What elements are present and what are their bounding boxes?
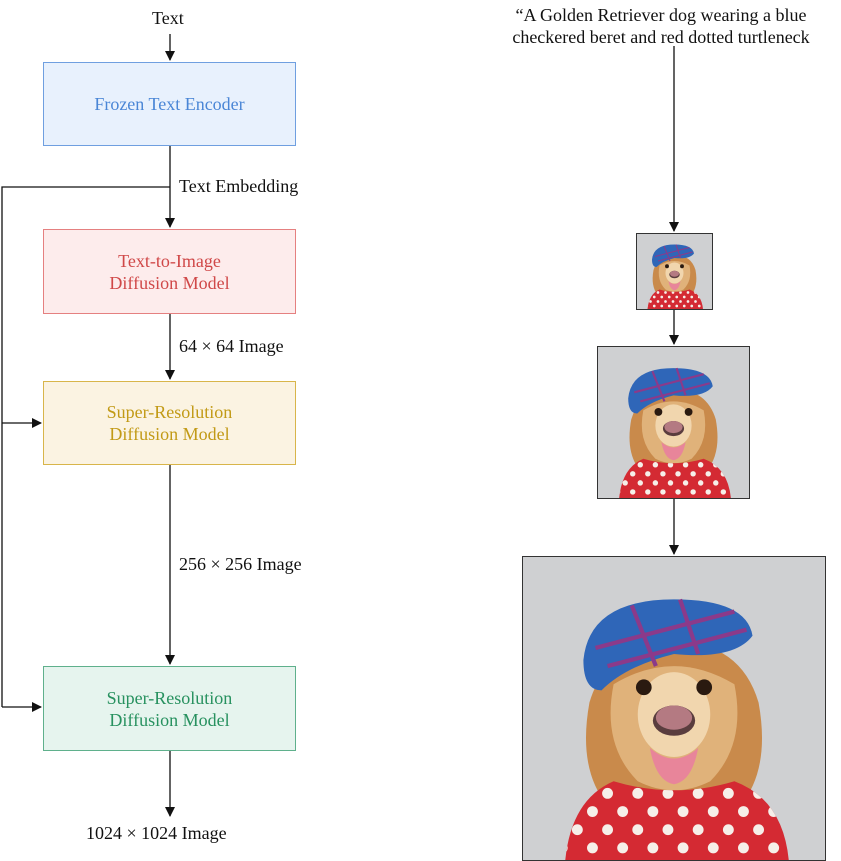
box-label-line1: Super-Resolution [106,402,233,422]
image-64-label: 64 × 64 Image [179,336,284,356]
dog-illustration [523,557,825,860]
text-to-image-diffusion-box: Text-to-Image Diffusion Model [43,229,296,314]
box-label-line1: Text-to-Image [118,250,221,271]
prompt-text: “A Golden Retriever dog wearing a blue c… [481,4,841,48]
output-1024-label: 1024 × 1024 Image [86,823,227,843]
prompt-line-1: “A Golden Retriever dog wearing a blue [515,5,807,25]
box-label-line1: Super-Resolution [106,687,233,708]
frozen-text-encoder-box: Frozen Text Encoder [43,62,296,146]
generated-image-256 [597,346,750,499]
box-label-line2: Diffusion Model [109,424,230,444]
box-label-line2: Diffusion Model [109,709,230,730]
box-label-line2: Diffusion Model [109,272,230,293]
input-text-label: Text [152,8,184,28]
dog-illustration [598,347,749,498]
embedding-skip-line [1,186,170,707]
box-label: Frozen Text Encoder [94,94,245,114]
super-resolution-box-2: Super-Resolution Diffusion Model [43,666,296,751]
text-embedding-label: Text Embedding [179,176,299,196]
super-resolution-box-1: Super-Resolution Diffusion Model [43,381,296,465]
generated-image-64 [636,233,713,310]
prompt-line-2: checkered beret and red dotted turtlenec… [512,27,810,47]
dog-illustration [637,234,712,309]
generated-image-1024 [522,556,826,861]
image-256-label: 256 × 256 Image [179,554,302,574]
